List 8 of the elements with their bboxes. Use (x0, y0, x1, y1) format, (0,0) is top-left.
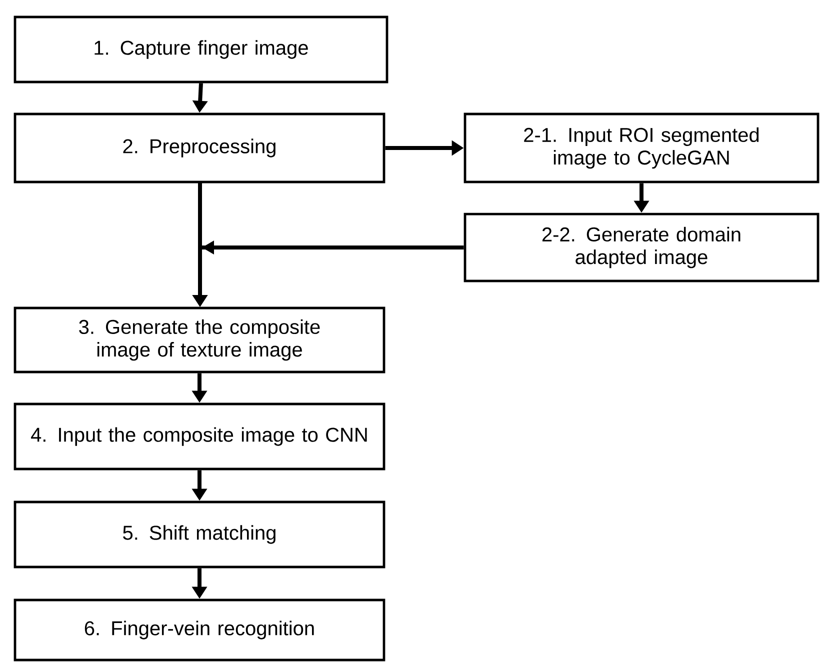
process-box: 3. Generate the composite image of texture image (14, 306, 386, 374)
process-box: 2. Preprocessing (14, 112, 386, 184)
process-box: 1. Capture finger image (14, 16, 388, 84)
process-box: 6. Finger-vein recognition (14, 598, 386, 662)
process-box: 2-1. Input ROI segmented image to CycleGAN (464, 112, 820, 184)
process-box: 2-2. Generate domain adapted image (464, 212, 820, 282)
process-box: 4. Input the composite image to CNN (14, 402, 386, 470)
process-box: 5. Shift matching (14, 500, 386, 568)
